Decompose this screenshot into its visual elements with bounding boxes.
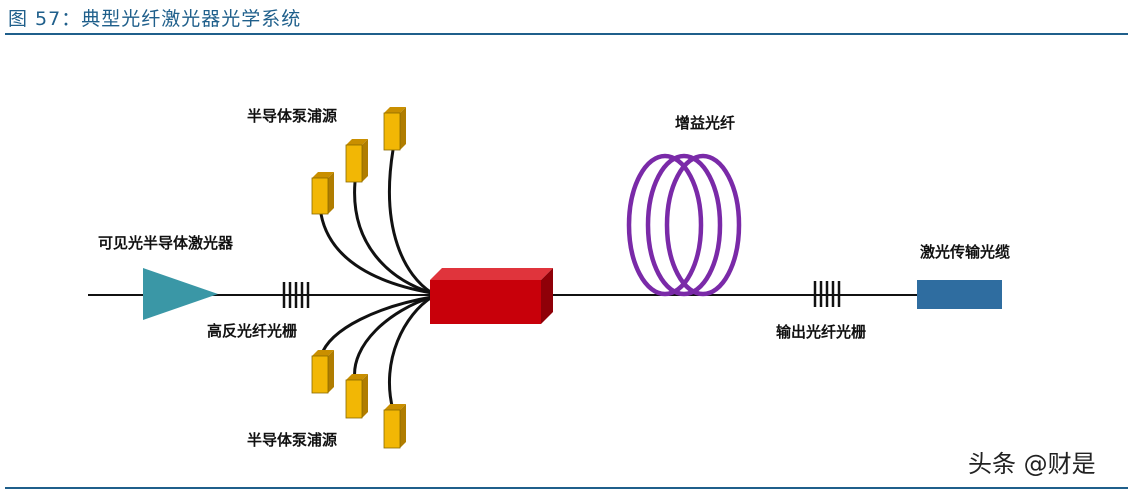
- pump-fibers-bottom: [319, 295, 433, 411]
- figure-title: 图 57：典型光纤激光器光学系统: [8, 8, 302, 30]
- gain-fiber-coil: [626, 153, 742, 297]
- title-divider: [5, 33, 1128, 35]
- label-oc-grating: 输出光纤光栅: [776, 323, 866, 341]
- bottom-divider: [5, 487, 1128, 489]
- label-pump-top: 半导体泵浦源: [247, 107, 337, 125]
- pump-source-bottom-1: [311, 350, 334, 394]
- output-cable-icon: [917, 280, 1002, 309]
- label-hr-grating: 高反光纤光栅: [207, 322, 297, 340]
- pump-fibers-top: [319, 149, 433, 295]
- oc-grating-icon: [813, 281, 841, 307]
- seed-laser-icon: [143, 268, 218, 320]
- label-output-cable: 激光传输光缆: [920, 243, 1010, 261]
- label-gain-fiber: 增益光纤: [675, 114, 735, 132]
- watermark: 头条 @财是: [968, 450, 1096, 478]
- pump-source-top-2: [345, 139, 368, 183]
- hr-grating-icon: [282, 282, 310, 308]
- pump-source-bottom-2: [345, 374, 368, 419]
- pump-source-bottom-3: [383, 404, 406, 449]
- label-pump-bottom: 半导体泵浦源: [247, 431, 337, 449]
- label-seed-laser: 可见光半导体激光器: [98, 234, 234, 252]
- pump-source-top-3: [383, 107, 406, 151]
- pump-source-top-1: [311, 172, 334, 215]
- pump-combiner: [430, 268, 553, 324]
